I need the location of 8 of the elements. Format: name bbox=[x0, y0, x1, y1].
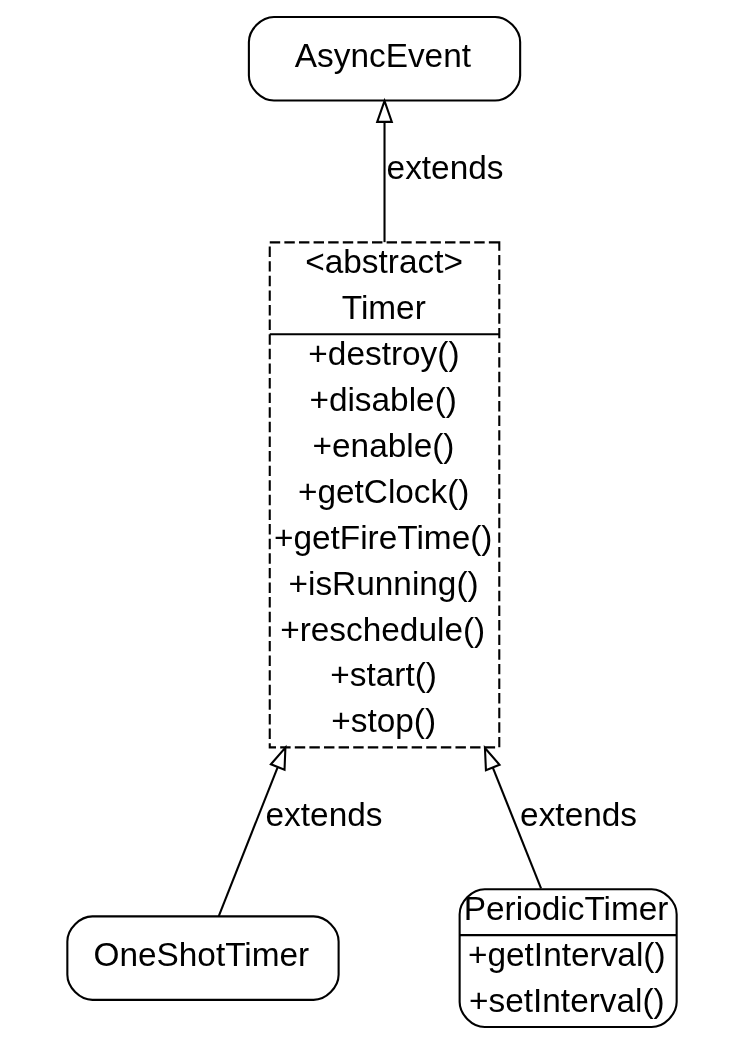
edge-label: extends bbox=[386, 149, 503, 187]
edge-label: extends bbox=[265, 796, 382, 834]
node-box: AsyncEvent bbox=[247, 16, 521, 102]
arrow bbox=[375, 97, 393, 243]
arrow bbox=[217, 744, 287, 917]
node-box: OneShotTimer bbox=[65, 915, 340, 1001]
arrow bbox=[483, 745, 542, 889]
edge-label: extends bbox=[519, 796, 637, 834]
